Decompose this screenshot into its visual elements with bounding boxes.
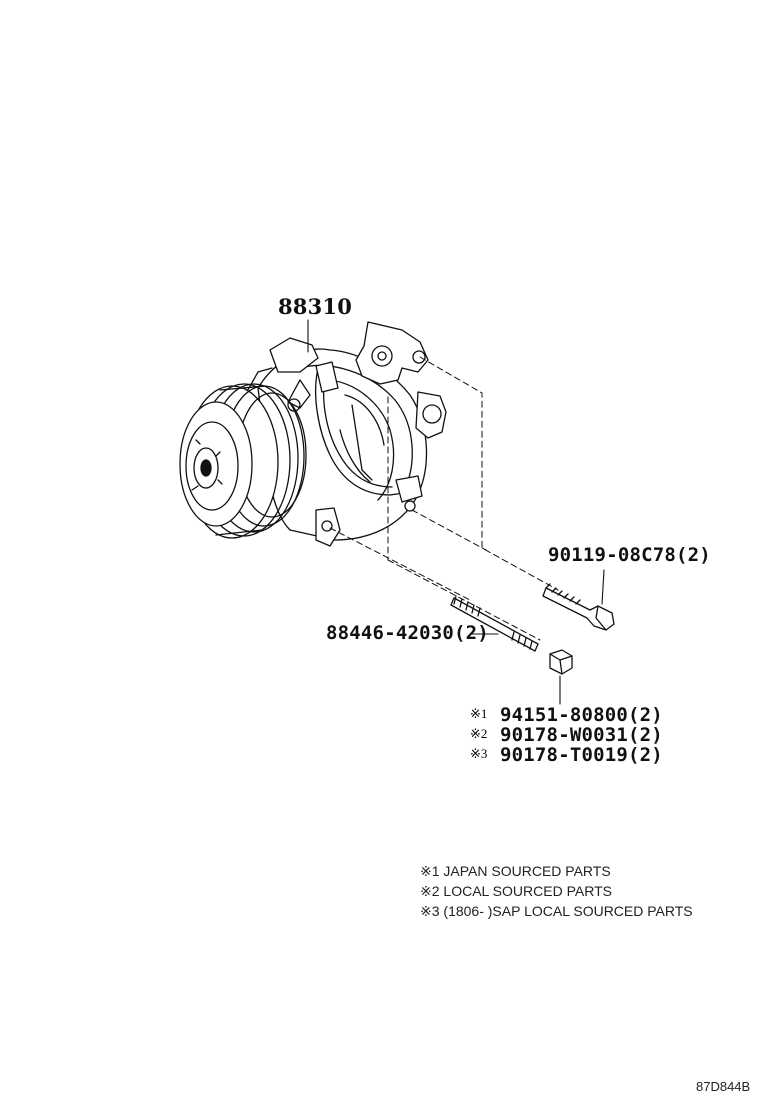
part-number-nut-3[interactable]: 90178-T0019(2) <box>500 744 663 766</box>
discharge-fitting <box>355 321 429 385</box>
pulley-clutch <box>179 383 307 539</box>
part-number-upper-bolt[interactable]: 90119-08C78(2) <box>548 544 711 566</box>
part-number-stud-bolt[interactable]: 88446-42030(2) <box>326 622 489 644</box>
note-japan-sourced: ※1 JAPAN SOURCED PARTS <box>420 863 611 879</box>
wire-harness <box>315 361 423 512</box>
part-number-compressor[interactable]: 88310 <box>278 294 353 319</box>
nut-3-mark: ※3 <box>470 746 488 761</box>
leader-lines <box>307 319 605 705</box>
upper-bolt <box>542 583 615 631</box>
nut-1-mark: ※1 <box>470 706 488 721</box>
alignment-lines <box>329 356 559 641</box>
nut-2-mark: ※2 <box>470 726 488 741</box>
lower-mount-ear <box>315 507 341 547</box>
compressor-body <box>244 337 428 541</box>
part-number-nut-2[interactable]: 90178-W0031(2) <box>500 724 663 746</box>
note-local-sourced: ※2 LOCAL SOURCED PARTS <box>420 883 612 899</box>
illustration-code: 87D844B <box>696 1079 751 1094</box>
side-boss <box>415 391 447 439</box>
nut <box>549 649 573 675</box>
part-number-nut-1[interactable]: 94151-80800(2) <box>500 704 663 726</box>
note-sap-local-sourced: ※3 (1806- )SAP LOCAL SOURCED PARTS <box>420 903 693 919</box>
stud-bolt <box>450 595 539 652</box>
